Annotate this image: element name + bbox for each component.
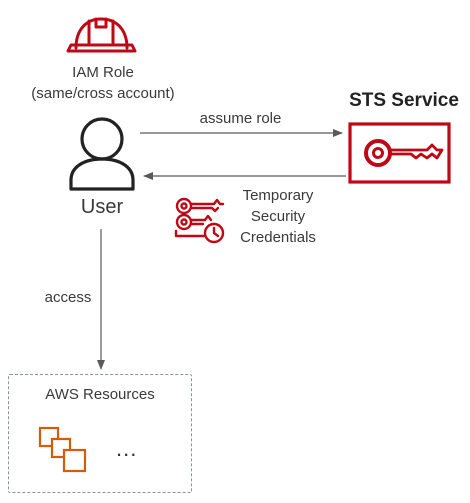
stacked-instances-icon xyxy=(38,426,87,473)
aws-resources-label: AWS Resources xyxy=(45,386,155,403)
credentials-keys-icon xyxy=(174,197,225,244)
access-label: access xyxy=(44,289,92,306)
credentials-line-3: Credentials xyxy=(240,229,316,246)
iam-role-title: IAM Role xyxy=(72,64,134,81)
iam-role-label: IAM Role (same/cross account) xyxy=(18,62,188,104)
key-icon xyxy=(348,122,451,184)
aws-resources-group xyxy=(8,374,192,493)
credentials-line-1: Temporary xyxy=(242,187,314,204)
credentials-line-2: Security xyxy=(250,208,306,225)
temporary-credentials-label: Temporary Security Credentials xyxy=(228,185,328,248)
user-label: User xyxy=(80,196,124,218)
assume-role-label: assume role xyxy=(199,110,282,127)
iam-role-subtitle: (same/cross account) xyxy=(31,85,175,102)
more-resources-ellipsis: ... xyxy=(116,436,138,461)
hard-hat-icon xyxy=(66,17,137,53)
user-icon xyxy=(69,117,135,191)
sts-service-title: STS Service xyxy=(349,90,459,111)
